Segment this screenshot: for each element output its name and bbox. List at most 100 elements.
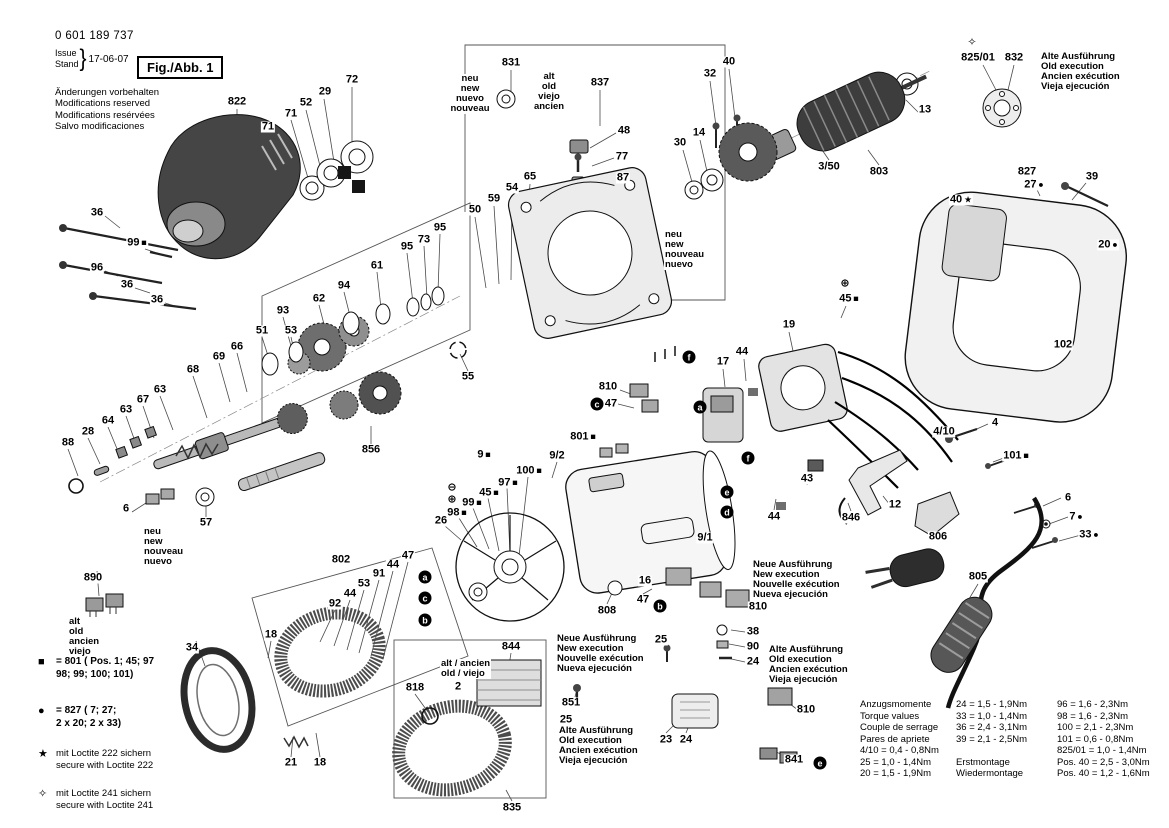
field-coil-old-art [392, 699, 512, 797]
part-callout: 40 ★ [948, 193, 974, 206]
part-callout: 55 [460, 370, 476, 383]
legend-line: 98; 99; 100; 101) [56, 668, 134, 680]
part-callout: 23 [658, 733, 674, 746]
callout-symbol: ● [1110, 239, 1118, 250]
part-callout: 822 [226, 95, 248, 108]
brush-plate-art [758, 343, 848, 432]
connectors-art [85, 488, 175, 612]
part-callout: 97 ■ [497, 476, 519, 489]
callout-symbol: ■ [1021, 450, 1029, 461]
annotation-line: old [541, 81, 557, 93]
part-callout: 26 [433, 514, 449, 527]
part-callout: ⊖ [446, 481, 458, 494]
callout-symbol: ■ [851, 293, 859, 304]
torque-cell: 100 = 2,1 - 2,3Nm [1057, 722, 1134, 734]
part-callout: 837 [589, 76, 611, 89]
torque-cell: 36 = 2,4 - 3,1Nm [956, 722, 1028, 734]
part-callout: 810 [747, 600, 769, 613]
annotation-line: nuevo [456, 93, 484, 105]
part-callout: 44 [766, 510, 782, 523]
part-callout: 851 [560, 696, 582, 709]
part-callout: 32 [702, 67, 718, 80]
part-callout: 18 [312, 756, 328, 769]
annotation-line: old [69, 626, 84, 638]
annotation-line: nouveau [450, 103, 490, 115]
annotation-line: nouveau [665, 249, 705, 261]
callout-symbol: ■ [483, 449, 491, 460]
notice-line: Modifications reserved [55, 98, 151, 110]
issue-label: Issue [55, 48, 77, 59]
part-callout: 62 [311, 292, 327, 305]
callout-symbol: ● [1091, 529, 1099, 540]
circle-letter-e: e [720, 485, 734, 499]
spindle-art [237, 452, 326, 492]
annotation-line: ancien [69, 636, 100, 648]
part-callout: 39 [1084, 170, 1100, 183]
part-callout: 71 [283, 107, 299, 120]
part-callout: 841 [783, 753, 805, 766]
end-shield-art [455, 512, 565, 622]
part-callout: 4 [990, 416, 1000, 429]
part-callout: 57 [198, 516, 214, 529]
annotation-line: New execution [557, 643, 624, 655]
annotation-line: neu [665, 229, 682, 240]
part-callout: 12 [887, 498, 903, 511]
annotation-line: nuevo [665, 259, 693, 271]
annotation-line: Nueva ejecución [557, 663, 632, 675]
annotation-line: Old execution [559, 735, 622, 747]
annotation-line: Ancien exécution [769, 664, 848, 676]
part-callout: 100 ■ [515, 464, 543, 477]
torque-cell: Anzugsmomente [860, 699, 932, 710]
issue-date: 17-06-07 [88, 53, 129, 65]
part-callout: 890 [82, 571, 104, 584]
part-callout: 7 ● [1068, 510, 1084, 523]
torque-cell: 33 = 1,0 - 1,4Nm [956, 710, 1028, 722]
annotation-line: Vieja ejecución [559, 755, 628, 767]
part-callout: 47 [603, 397, 619, 410]
notice-line: Modifications resérvées [55, 109, 155, 121]
legend-line: 2 x 20; 2 x 33) [56, 717, 122, 729]
circle-letter-b: b [653, 599, 667, 613]
torque-cell: 20 = 1,5 - 1,9Nm [860, 768, 932, 780]
part-callout: 2 [453, 680, 463, 693]
screws-art [63, 226, 197, 311]
part-callout: 6 [121, 502, 131, 515]
part-callout: 52 [298, 96, 314, 109]
annotation-line: Vieja ejecución [1041, 81, 1110, 93]
part-callout: 63 [118, 403, 134, 416]
part-callout: 73 [416, 233, 432, 246]
part-callout: 34 [184, 641, 200, 654]
part-callout: 25 [653, 633, 669, 646]
torque-cell: 96 = 1,6 - 2,3Nm [1057, 699, 1129, 710]
torque-cell [956, 745, 1057, 757]
part-callout: 53 [283, 324, 299, 337]
part-callout: 28 [80, 425, 96, 438]
annotation-line: nouveau [144, 546, 184, 558]
annotation-line: Ancien exécution [1041, 71, 1120, 83]
part-callout: 827 [1016, 165, 1038, 178]
part-callout: 30 [672, 136, 688, 149]
annotation-line: Nueva ejecución [753, 589, 828, 601]
callout-symbol: ★ [962, 194, 973, 205]
gear-housing-art [157, 114, 301, 260]
part-callout: 99 ■ [461, 496, 483, 509]
annotation-line: alt / ancien [441, 658, 491, 669]
group-boxes [251, 44, 726, 799]
part-callout: 54 [504, 181, 520, 194]
legend-line: secure with Loctite 241 [56, 799, 154, 811]
part-callout: 40 [721, 55, 737, 68]
part-callout: 90 [745, 640, 761, 653]
part-callout: 95 [432, 221, 448, 234]
